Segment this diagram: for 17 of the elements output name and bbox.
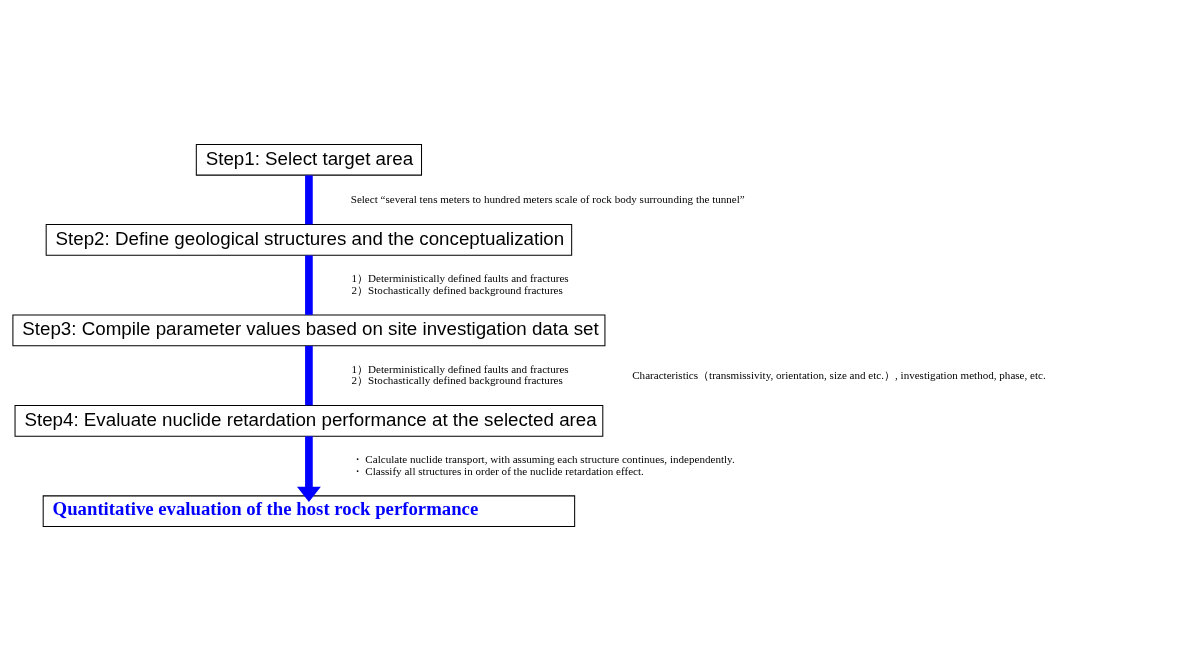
connector [305,255,313,315]
label: 2）Stochastically defined background fractures [351,374,563,387]
label: 1）Deterministically defined faults and fractures [351,362,569,375]
node-box: Quantitative evaluation of the host rock performance [42,495,576,528]
connector [305,345,313,406]
connector [305,175,313,225]
label: 1）Deterministically defined faults and fractures [351,272,569,285]
label: ・ Classify all structures in order of the nuclide retardation effect. [351,464,644,477]
label: ・ Calculate nuclide transport, with assuming each structure continues, independently. [351,452,735,465]
label: Characteristics（transmissivity, orientation, size and etc.）, investigation method, phase, etc. [632,368,1046,381]
node-box: Step2: Define geological structures and the conceptualization [45,224,573,256]
label: 2）Stochastically defined background fractures [351,284,563,297]
label: Select “several tens meters to hundred meters scale of rock body surrounding the tunnel” [350,192,745,205]
node-box: Step1: Select target area [195,143,423,176]
node-box: Step4: Evaluate nuclide retardation performance at the selected area [14,404,604,437]
node-box: Step3: Compile parameter values based on site investigation data set [12,314,606,347]
arrow [297,436,321,502]
